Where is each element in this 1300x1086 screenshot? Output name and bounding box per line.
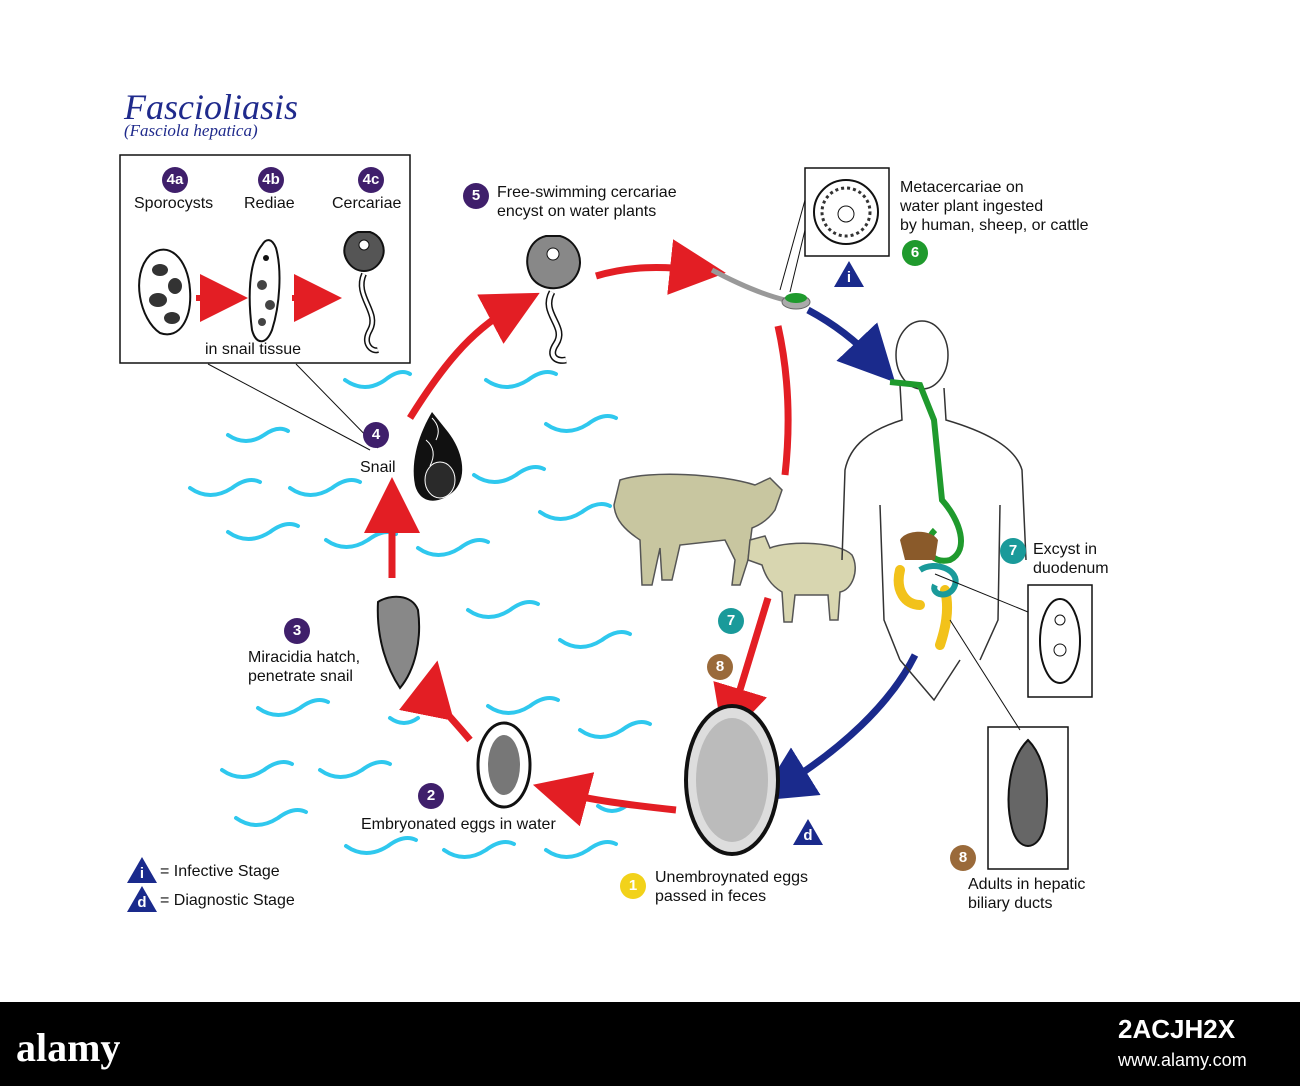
step-2-label: Embryonated eggs in water xyxy=(361,816,556,833)
stock-footer-bar: alamy 2ACJH2X www.alamy.com xyxy=(0,1002,1300,1086)
step-3-badge: 3 xyxy=(284,618,310,644)
legend-diagnostic-icon: d xyxy=(127,886,157,912)
diagram-subtitle: (Fasciola hepatica) xyxy=(124,121,258,140)
stage-4a-badge: 4a xyxy=(162,167,188,193)
rediae-label: Rediae xyxy=(244,195,295,212)
step-4-badge: 4 xyxy=(363,422,389,448)
step-2-badge: 2 xyxy=(418,783,444,809)
legend-infective-icon: i xyxy=(127,857,157,883)
stock-brand-logo: alamy xyxy=(16,1025,121,1070)
step-1-badge: 1 xyxy=(620,873,646,899)
sporocysts-label: Sporocysts xyxy=(134,195,214,212)
cow-drawing xyxy=(613,473,783,586)
cercariae-label: Cercariae xyxy=(332,195,402,212)
sporocyst-drawing xyxy=(138,248,192,336)
stock-url: www.alamy.com xyxy=(1118,1050,1247,1070)
step-6-label: Metacercariae on water plant ingested by… xyxy=(900,179,1089,234)
legend-infective-label: = Infective Stage xyxy=(160,863,280,880)
redia-drawing xyxy=(248,239,281,343)
water-waves xyxy=(188,370,652,859)
step-8-livestock-badge: 8 xyxy=(707,654,733,680)
legend-diagnostic-label: = Diagnostic Stage xyxy=(160,892,295,909)
step-5-badge: 5 xyxy=(463,183,489,209)
miracidium-drawing xyxy=(376,595,421,690)
spoon-plant-drawing xyxy=(710,267,811,310)
sheep-drawing xyxy=(747,535,856,623)
step-4-label: Snail xyxy=(360,459,396,476)
diagnostic-marker-letter: d xyxy=(803,827,813,844)
human-drawing xyxy=(841,320,1027,702)
image-code: 2ACJH2X xyxy=(1118,1014,1236,1044)
diagram-title: Fascioliasis xyxy=(124,87,299,127)
inset-caption: in snail tissue xyxy=(205,341,302,358)
step-5-label: Free-swimming cercariae encyst on water … xyxy=(497,184,677,220)
unembryonated-egg-drawing xyxy=(684,704,780,856)
cercaria-drawing xyxy=(343,231,385,354)
stage-4b-badge: 4b xyxy=(258,167,284,193)
step-7-badge: 7 xyxy=(1000,538,1026,564)
digestive-system-drawing xyxy=(889,379,964,650)
infective-stage-marker: i xyxy=(834,261,864,287)
step-7-livestock-badge: 7 xyxy=(718,608,744,634)
step-6-badge: 6 xyxy=(902,240,928,266)
snail-drawing xyxy=(413,412,463,501)
diagnostic-stage-marker: d xyxy=(793,819,823,845)
infective-marker-letter: i xyxy=(846,269,852,286)
step-8-badge: 8 xyxy=(950,845,976,871)
step-7-label: Excyst in duodenum xyxy=(1033,541,1109,577)
step-8-label: Adults in hepatic biliary ducts xyxy=(968,876,1086,912)
step-1-label: Unembroynated eggs passed in feces xyxy=(655,869,808,905)
legend-infective-letter: i xyxy=(139,865,145,882)
embryonated-egg-drawing xyxy=(476,721,532,809)
legend-diagnostic-letter: d xyxy=(137,894,147,911)
stage-4c-badge: 4c xyxy=(358,167,384,193)
free-cercaria-drawing xyxy=(526,235,581,364)
step-3-label: Miracidia hatch, penetrate snail xyxy=(248,649,361,685)
